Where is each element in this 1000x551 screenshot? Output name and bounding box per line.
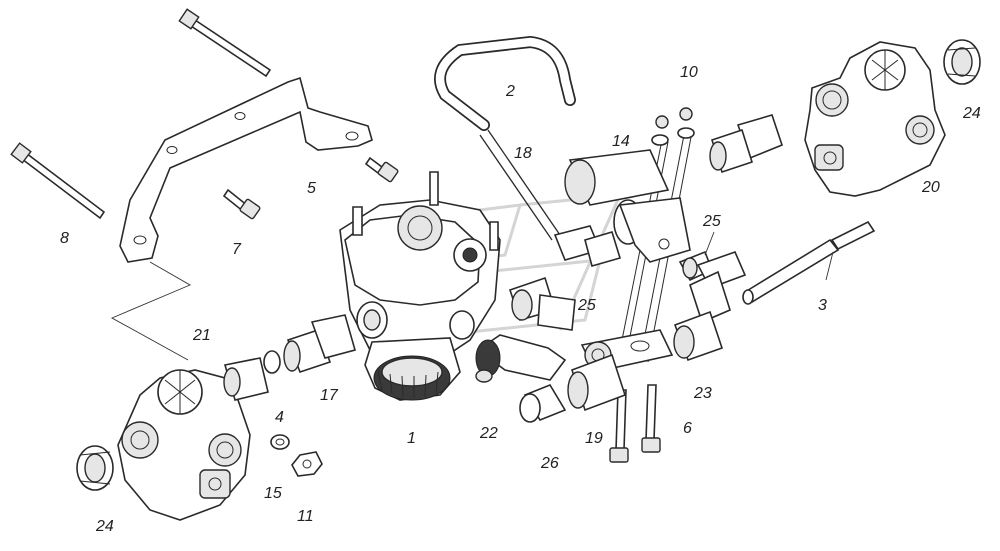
part-1-main-unit — [339, 171, 501, 401]
part-cylinder — [564, 149, 691, 263]
callout-23: 23 — [693, 385, 712, 402]
callout-20: 20 — [921, 179, 940, 196]
callout-25-right: 25 — [702, 213, 721, 230]
callout-10: 10 — [680, 64, 698, 81]
part-26-plug — [519, 384, 567, 423]
part-top-bolt — [178, 8, 272, 78]
callout-15: 15 — [264, 485, 282, 502]
callout-2: 2 — [505, 83, 515, 100]
callout-24-top: 24 — [962, 105, 981, 122]
callout-8: 8 — [60, 230, 69, 247]
part-11-nut — [291, 451, 323, 477]
leader-bracket-to-21 — [110, 261, 192, 361]
part-15-washer — [270, 434, 290, 450]
part-21-valve — [117, 357, 269, 521]
part-22-sensor — [475, 334, 567, 383]
callout-7: 7 — [232, 241, 242, 258]
part-4-o-ring — [263, 350, 281, 374]
part-25-fitting-lower — [508, 276, 576, 331]
callout-17: 17 — [320, 387, 339, 404]
callout-4: 4 — [275, 409, 284, 426]
callout-6: 6 — [683, 420, 692, 437]
part-24-fitting-bottom — [76, 445, 114, 491]
callout-21: 21 — [192, 327, 211, 344]
callout-5: 5 — [307, 180, 316, 197]
part-20-valve — [804, 41, 946, 197]
callout-1: 1 — [407, 430, 416, 447]
part-3-tube — [742, 220, 876, 305]
part-24-fitting-top — [943, 39, 981, 85]
callout-19: 19 — [585, 430, 603, 447]
part-19-fitting — [567, 353, 626, 412]
part-7-bolts — [222, 156, 399, 220]
leader-3 — [825, 251, 834, 281]
callout-25-lower: 25 — [577, 297, 596, 314]
callout-3: 3 — [818, 297, 827, 314]
part-2-bent-pipe — [434, 35, 576, 131]
callout-11: 11 — [297, 508, 314, 525]
part-17-fitting — [283, 314, 356, 374]
callout-24-bottom: 24 — [95, 518, 114, 535]
part-5-bracket — [119, 76, 373, 263]
callout-26: 26 — [540, 455, 559, 472]
part-8-long-bolt — [10, 142, 106, 220]
callout-14: 14 — [612, 133, 630, 150]
part-fitting-right — [709, 114, 783, 174]
callout-18: 18 — [514, 145, 532, 162]
leader-25-right — [704, 231, 715, 256]
part-18-hose — [479, 129, 622, 267]
part-23-fitting — [673, 270, 731, 362]
callout-22: 22 — [479, 425, 498, 442]
